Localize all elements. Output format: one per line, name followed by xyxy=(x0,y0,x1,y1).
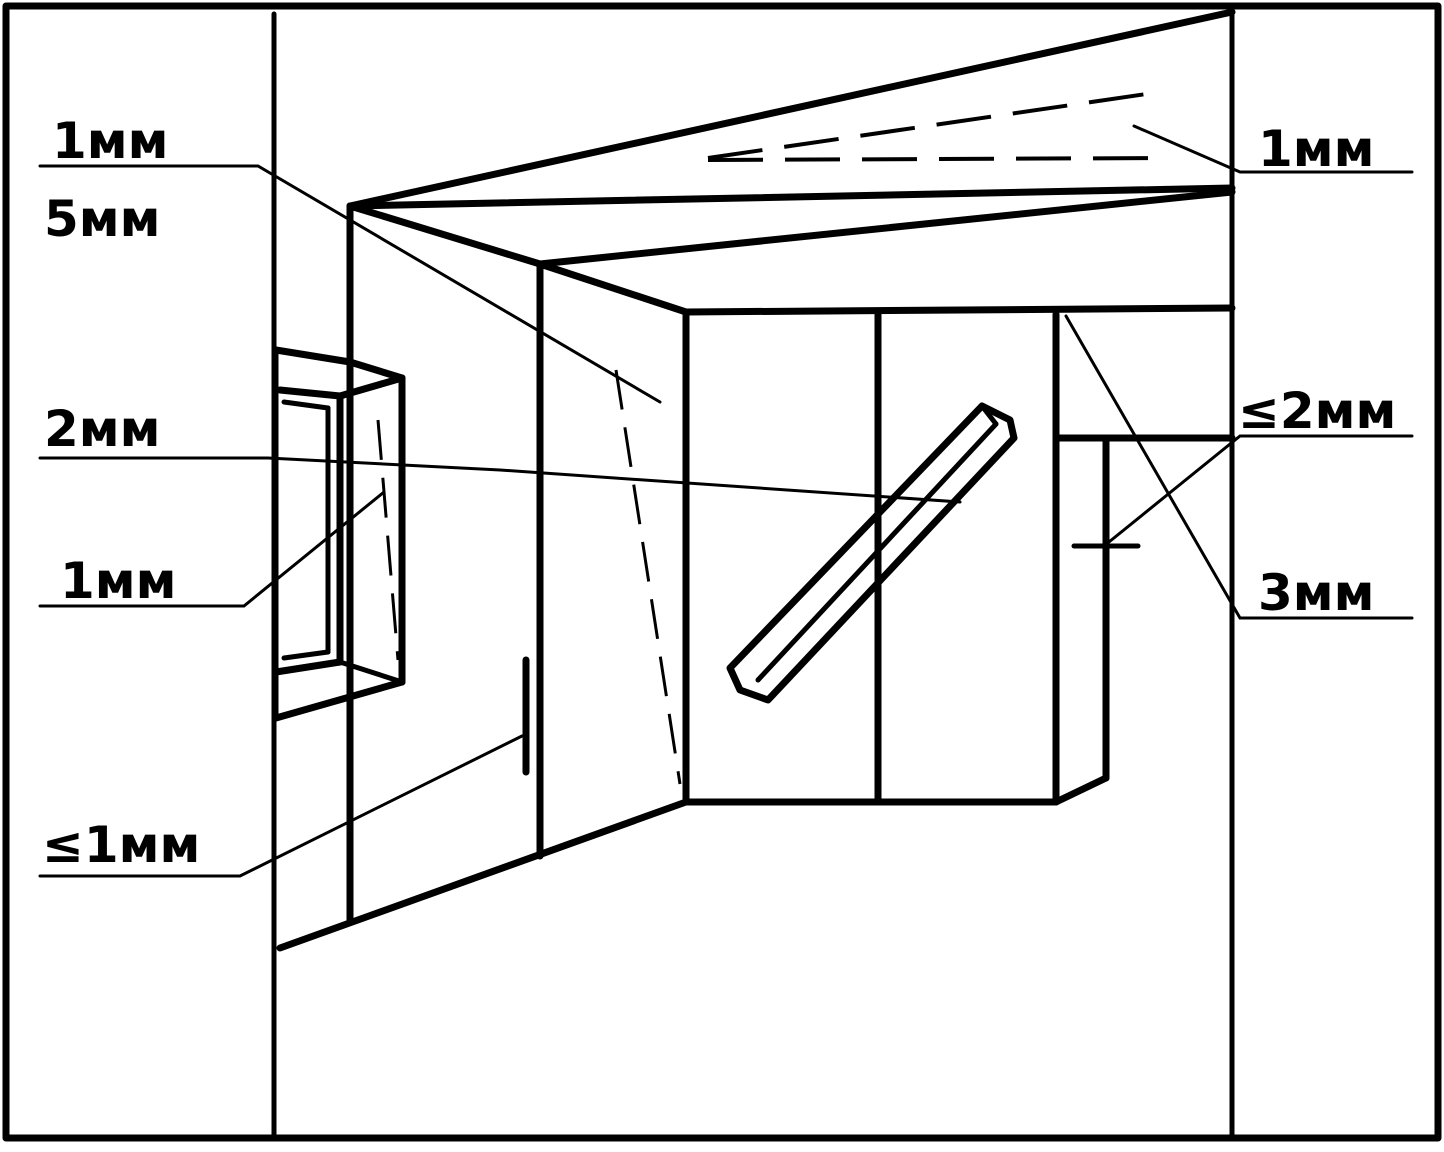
label-top-left-1mm: 1мм xyxy=(52,112,169,170)
ceiling xyxy=(346,8,1236,316)
spirit-level xyxy=(726,402,1018,704)
label-top-left-5mm: 5мм xyxy=(44,190,161,248)
left-wall xyxy=(276,202,690,952)
back-wall xyxy=(682,310,1236,806)
plumb-dashed-line xyxy=(614,369,682,785)
label-left-1mm: 1мм xyxy=(60,552,177,610)
label-left-le1mm: ≤1мм xyxy=(42,816,200,874)
window-box xyxy=(272,346,406,722)
label-right-3mm: 3мм xyxy=(1258,564,1375,622)
label-left-2mm: 2мм xyxy=(44,400,161,458)
label-right-1mm: 1мм xyxy=(1258,120,1375,178)
leader-lines xyxy=(38,124,1414,878)
label-right-le2mm: ≤2мм xyxy=(1238,382,1396,440)
